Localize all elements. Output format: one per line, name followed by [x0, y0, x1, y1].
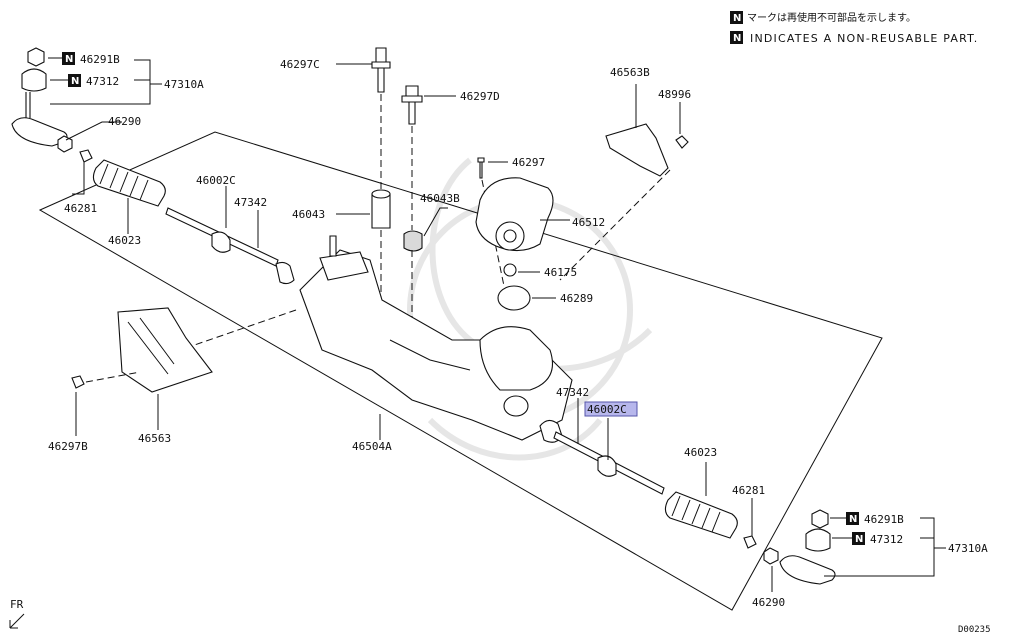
highlight-46002C-right: [584, 401, 638, 417]
nut-46291B-right: [811, 509, 829, 529]
legend-japanese: マークは再使用不可部品を示します。: [747, 11, 916, 24]
mounting-hardware: 46297C 46297D 46043 46043B: [280, 47, 500, 360]
label-47312-left: 47312: [86, 75, 119, 88]
bracket-46563B-group: 46563B 48996: [559, 66, 691, 281]
label-46175: 46175: [544, 266, 577, 279]
label-46281-left: 46281: [64, 202, 97, 215]
label-46290-left: 46290: [108, 115, 141, 128]
n-badge-icon: [730, 31, 743, 44]
n-badge-icon: [730, 11, 743, 24]
legend-english: INDICATES A NON-REUSABLE PART.: [750, 32, 978, 45]
label-46563: 46563: [138, 432, 171, 445]
label-46291B-left: 46291B: [80, 53, 120, 66]
n-badge-icon: [68, 74, 81, 87]
nut-46290-left: [57, 135, 73, 153]
front-indicator: FR: [9, 598, 25, 629]
n-badge-text: N: [733, 13, 741, 24]
n-badge-text: N: [733, 33, 741, 44]
label-46290-right: 46290: [752, 596, 785, 609]
label-46504A: 46504A: [352, 440, 392, 453]
clamp-47342-left: [211, 231, 231, 253]
left-tie-rod-end-group: N 46291B N 47312 47310A 46290: [11, 47, 204, 153]
heat-shield-group: 46297B 46563: [48, 307, 213, 453]
nut-46291B-left: [27, 47, 45, 67]
stud: [25, 92, 31, 118]
label-46043B: 46043B: [420, 192, 460, 205]
boot-47312-left: [21, 68, 47, 92]
bolt-48996: [675, 135, 689, 149]
bracket-46563B: [605, 123, 669, 177]
arrow-down-left-icon: [9, 613, 25, 629]
n-badge-text: N: [855, 534, 863, 545]
label-46043: 46043: [292, 208, 325, 221]
label-46002C-right: 46002C: [587, 403, 627, 416]
rack-joint-left: [275, 261, 295, 285]
label-46281-right: 46281: [732, 484, 765, 497]
label-47342-right: 47342: [556, 386, 589, 399]
bolt-46297C: [371, 47, 391, 93]
legend: N マークは再使用不可部品を示します。 N INDICATES A NON-RE…: [730, 11, 978, 45]
n-badge-icon: [62, 52, 75, 65]
n-badge-text: N: [65, 54, 73, 65]
label-47310A-left: 47310A: [164, 78, 204, 91]
tie-rod-end-47310A-left: [11, 117, 68, 147]
label-48996: 48996: [658, 88, 691, 101]
clip-46281-right: [743, 535, 757, 549]
label-46297C: 46297C: [280, 58, 320, 71]
boot-46023-right: [664, 491, 738, 539]
label-47310A-right: 47310A: [948, 542, 988, 555]
assist-motor-group: 46297 46512 46175 46289: [475, 156, 605, 311]
gear-46175: [503, 263, 517, 277]
boot-47312-right: [805, 528, 831, 552]
left-boot-group: 46281 46023 46002C 47342: [64, 149, 295, 285]
clamp-47342-right: [597, 455, 617, 477]
rack-joint-right: [503, 395, 529, 417]
label-47312-right: 47312: [870, 533, 903, 546]
right-boot-group: 47342 46002C 46023 46281: [539, 386, 765, 549]
clip-46281-left: [79, 149, 93, 163]
housing-46504A: [299, 249, 573, 441]
label-46297: 46297: [512, 156, 545, 169]
n-badge-icon: [852, 532, 865, 545]
label-46289: 46289: [560, 292, 593, 305]
label-46002C-left: 46002C: [196, 174, 236, 187]
nut-46290-right: [763, 547, 779, 565]
label-46297B: 46297B: [48, 440, 88, 453]
n-badge-text: N: [849, 514, 857, 525]
gear-box: [479, 326, 554, 391]
bolt-46297B: [71, 375, 85, 389]
right-tie-rod-end-group: N 46291B N 47312 47310A 46290: [752, 509, 988, 609]
n-badge-icon: [846, 512, 859, 525]
bushing-46043: [371, 193, 391, 229]
o-ring-46289: [497, 285, 531, 311]
n-badge-text: N: [71, 76, 79, 87]
assembly-frame: [38, 131, 883, 611]
label-46023-right: 46023: [684, 446, 717, 459]
diagram-code: D00235: [958, 625, 991, 635]
motor-46512: [475, 177, 554, 252]
valve-body: [319, 251, 369, 281]
fr-label: FR: [10, 598, 24, 611]
label-46297D: 46297D: [460, 90, 500, 103]
label-46512: 46512: [572, 216, 605, 229]
heat-shield-46563: [117, 307, 213, 393]
label-46023-left: 46023: [108, 234, 141, 247]
label-46563B: 46563B: [610, 66, 650, 79]
steering-gear-housing: 46504A: [179, 235, 573, 453]
boot-46023-left: [92, 159, 166, 207]
label-46291B-right: 46291B: [864, 513, 904, 526]
label-47342-left: 47342: [234, 196, 267, 209]
bolt-46297: [477, 157, 485, 179]
bushing-46043B: [403, 230, 423, 252]
bolt-46297D: [401, 85, 423, 125]
tie-rod-end-47310A-right: [779, 555, 836, 585]
